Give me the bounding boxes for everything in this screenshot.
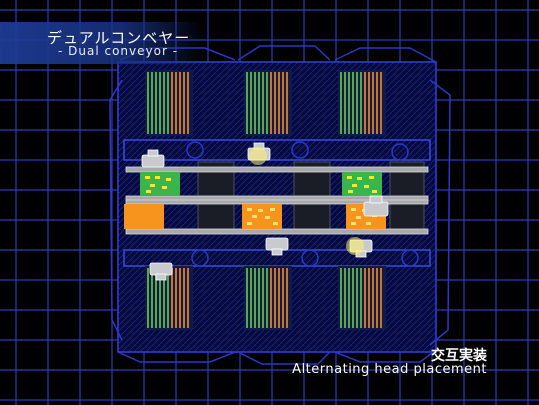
upper-lane-rail-top: [125, 166, 429, 173]
feeder-bank-top-right: [338, 70, 386, 136]
placement-head-upper-left: [141, 149, 165, 168]
head-glow-highlights: [249, 147, 364, 255]
feeder-bank-top-left: [145, 70, 193, 136]
pcb-orange-center: [242, 204, 282, 229]
title-banner: [0, 22, 205, 64]
boards-upper-lane: [140, 172, 382, 196]
boards-lower-lane: [124, 204, 386, 229]
lower-lane-rail-bottom: [125, 228, 429, 235]
feeder-bank-bottom-center: [244, 266, 292, 330]
caption-japanese: 交互実装: [431, 348, 487, 364]
pcb-orange-left: [124, 204, 164, 229]
placement-head-active-right: [363, 195, 389, 217]
title-japanese: デュアルコンベヤー: [47, 29, 191, 47]
placement-head-lower-left: [149, 262, 173, 281]
feeder-bank-top-center: [244, 70, 292, 136]
feeder-bank-bottom-right: [338, 266, 386, 330]
placement-head-lower-center: [265, 237, 289, 256]
title-english: - Dual conveyor -: [58, 44, 179, 58]
caption-english: Alternating head placement: [292, 362, 487, 377]
feeder-bank-bottom-left: [145, 266, 193, 330]
